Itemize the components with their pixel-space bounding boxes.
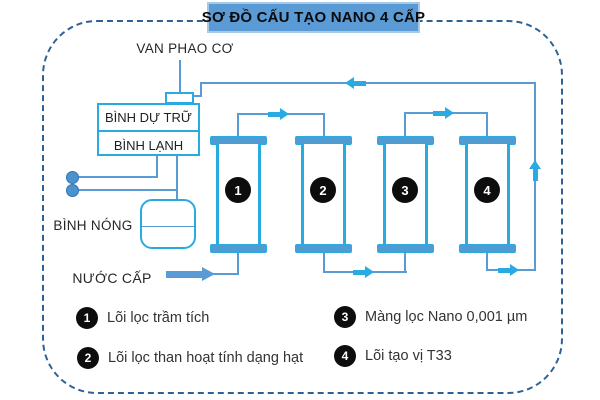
pipe-faucet-cold [76, 176, 158, 178]
pipe-f1-bottom [237, 252, 239, 275]
legend-label: Lõi lọc trầm tích [107, 310, 210, 326]
diagram-title: SƠ ĐỒ CẤU TẠO NANO 4 CẤP [202, 2, 425, 33]
pipe-f4-top-down [486, 112, 488, 137]
legend-badge: 1 [76, 307, 98, 329]
flow-arrow-riser-up-icon [529, 160, 541, 181]
legend-label: Lõi tạo vị T33 [365, 348, 452, 364]
pipe-return-to-valve [193, 95, 202, 97]
filter-cartridge-1: 1 [210, 136, 267, 253]
pipe-top-return [200, 82, 536, 84]
filter-number-badge: 3 [392, 177, 418, 203]
flow-arrow-f4-out-icon [498, 264, 519, 276]
pipe-tank-to-faucet [156, 155, 158, 178]
flow-arrow-f3-f4-icon [433, 107, 454, 119]
feed-water-label: NƯỚC CẤP [72, 270, 152, 286]
pipe-f2-top-down [323, 113, 325, 137]
faucet-outlet-icon [66, 171, 79, 184]
legend-item: 4 Lõi tạo vị T33 [334, 345, 452, 367]
legend-badge: 4 [334, 345, 356, 367]
float-valve-label: VAN PHAO CƠ [136, 41, 234, 56]
pipe-f2-bottom [323, 252, 325, 273]
hot-tank [140, 199, 196, 249]
filter-cartridge-2: 2 [295, 136, 352, 253]
feed-water-arrow-icon [166, 267, 215, 281]
legend-label: Màng lọc Nano 0,001 µm [365, 309, 528, 325]
legend-item: 1 Lõi lọc trầm tích [76, 307, 209, 329]
legend-badge: 3 [334, 306, 356, 328]
pipe-f3-bottom [404, 252, 406, 273]
pipe-faucet-hot [76, 189, 178, 191]
legend-item: 2 Lõi lọc than hoạt tính dạng hạt [77, 347, 303, 369]
cold-tank-label: BÌNH LẠNH [113, 137, 184, 153]
filter-cartridge-4: 4 [459, 136, 516, 253]
flow-arrow-return-icon [345, 77, 366, 89]
pipe-tank-to-hot-tank [176, 155, 178, 200]
pipe-f1-top-up [237, 114, 239, 137]
filter-number-badge: 1 [225, 177, 251, 203]
legend-item: 3 Màng lọc Nano 0,001 µm [334, 306, 527, 328]
filter-number-badge: 4 [474, 177, 500, 203]
hot-tank-divider [142, 226, 194, 227]
flow-arrow-f1-f2-icon [268, 108, 289, 120]
reserve-cold-tank: BÌNH DỰ TRỮ BÌNH LẠNH [97, 103, 200, 156]
flow-arrow-f2-f3-icon [353, 266, 374, 278]
legend-label: Lõi lọc than hoạt tính dạng hạt [108, 350, 304, 366]
pipe-f4-bottom [486, 252, 488, 271]
pipe-feed-in [212, 273, 239, 275]
pipe-return-drop [200, 82, 202, 97]
float-valve-pointer-line [179, 60, 181, 93]
reserve-tank-label: BÌNH DỰ TRỮ [99, 105, 198, 132]
faucet-outlet-icon [66, 184, 79, 197]
legend-badge: 2 [77, 347, 99, 369]
filter-number-badge: 2 [310, 177, 336, 203]
hot-tank-label: BÌNH NÓNG [53, 218, 133, 233]
filter-cartridge-3: 3 [377, 136, 434, 253]
pipe-f3-top-up [404, 112, 406, 137]
